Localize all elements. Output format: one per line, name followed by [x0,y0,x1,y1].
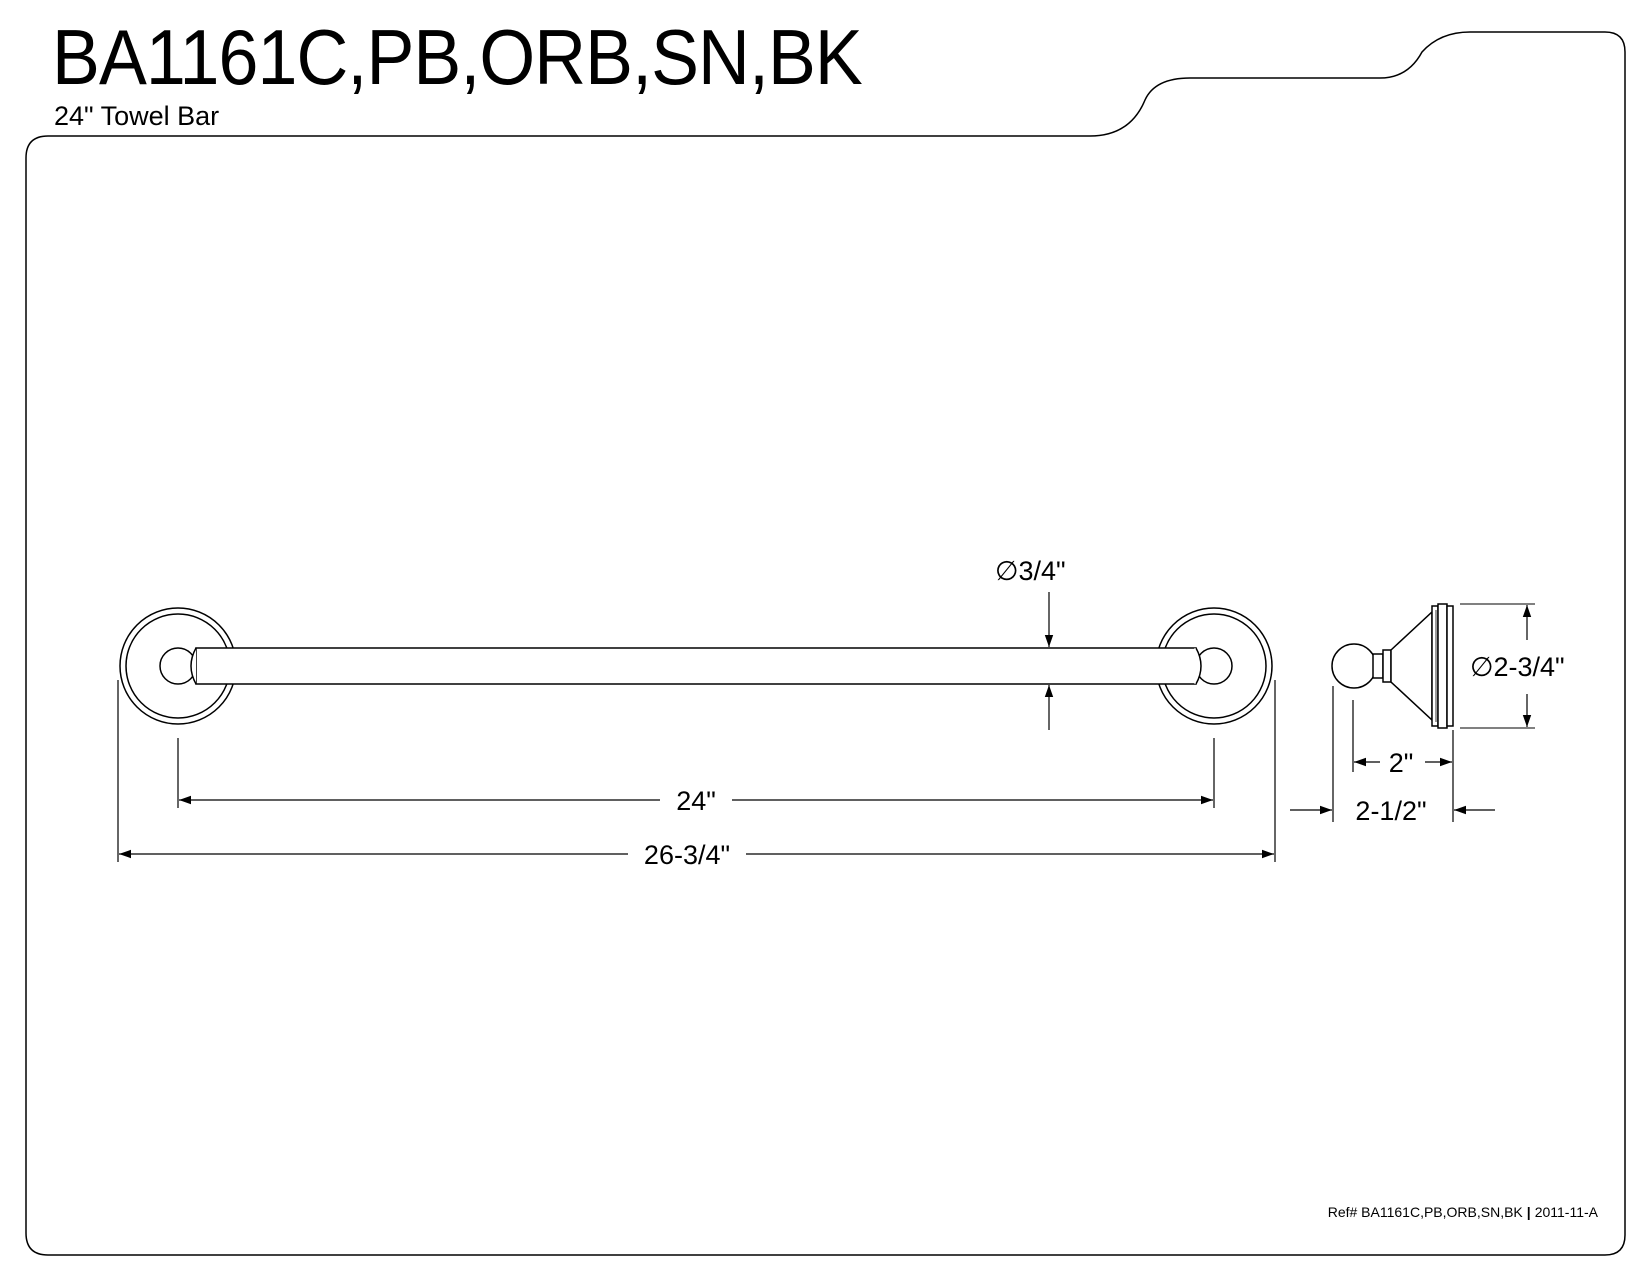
towel-bar [195,647,1197,685]
ref-label: Ref# [1327,1204,1358,1220]
center-dim-label: 24" [676,786,716,816]
bar-diameter-label: ∅3/4" [995,556,1066,586]
projection-total-label: 2-1/2" [1355,796,1426,826]
model-title: BA1161C,PB,ORB,SN,BK [52,13,863,101]
center-dim [177,738,1215,808]
overall-dim-label: 26-3/4" [644,840,730,870]
flange-diameter-label: ∅2-3/4" [1470,652,1565,682]
flange-diameter-dim [1460,603,1535,729]
side-view [1331,603,1454,729]
ref-model: BA1161C,PB,ORB,SN,BK [1361,1204,1523,1220]
projection-inner-label: 2" [1389,748,1414,778]
overall-dim [117,680,1276,862]
reference-footer: Ref# BA1161C,PB,ORB,SN,BK|2011-11-A [1328,1204,1598,1220]
ref-separator: | [1526,1204,1531,1220]
projection-dim [1290,686,1495,822]
bar-diameter-dim [1020,592,1070,730]
ref-revision: 2011-11-A [1534,1204,1598,1220]
product-subtitle: 24" Towel Bar [54,101,220,131]
sheet-border [25,31,1626,1256]
